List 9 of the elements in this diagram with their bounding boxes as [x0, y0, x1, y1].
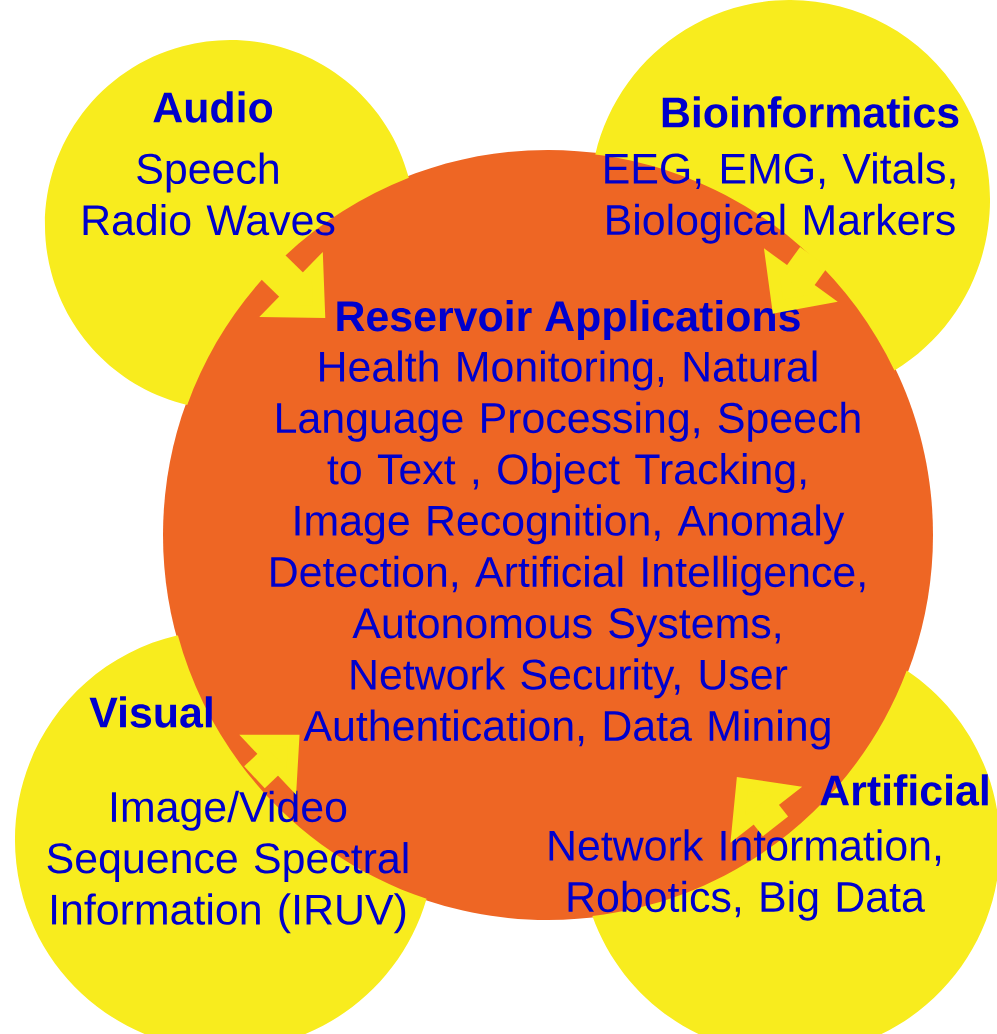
heading: Audio [153, 91, 273, 123]
heading: Artificial [820, 774, 988, 806]
heading: Bioinformatics [662, 96, 959, 128]
heading: Reservoir Applications [337, 300, 800, 340]
body-text: Health Monitoring, Natural Language Processing, Speech to Text , Object Tracking, Image Recognition, Anomaly Detection, Artificial Intelligence, Autonomous Systems, Network Security, User Authentication, Data Mining [271, 350, 865, 750]
body-text: Image/Video Sequence Spectral Information (IRUV) [47, 790, 408, 934]
heading: Visual [89, 696, 212, 728]
arrow [256, 250, 326, 318]
body-text: Speech Radio Waves [83, 152, 335, 236]
